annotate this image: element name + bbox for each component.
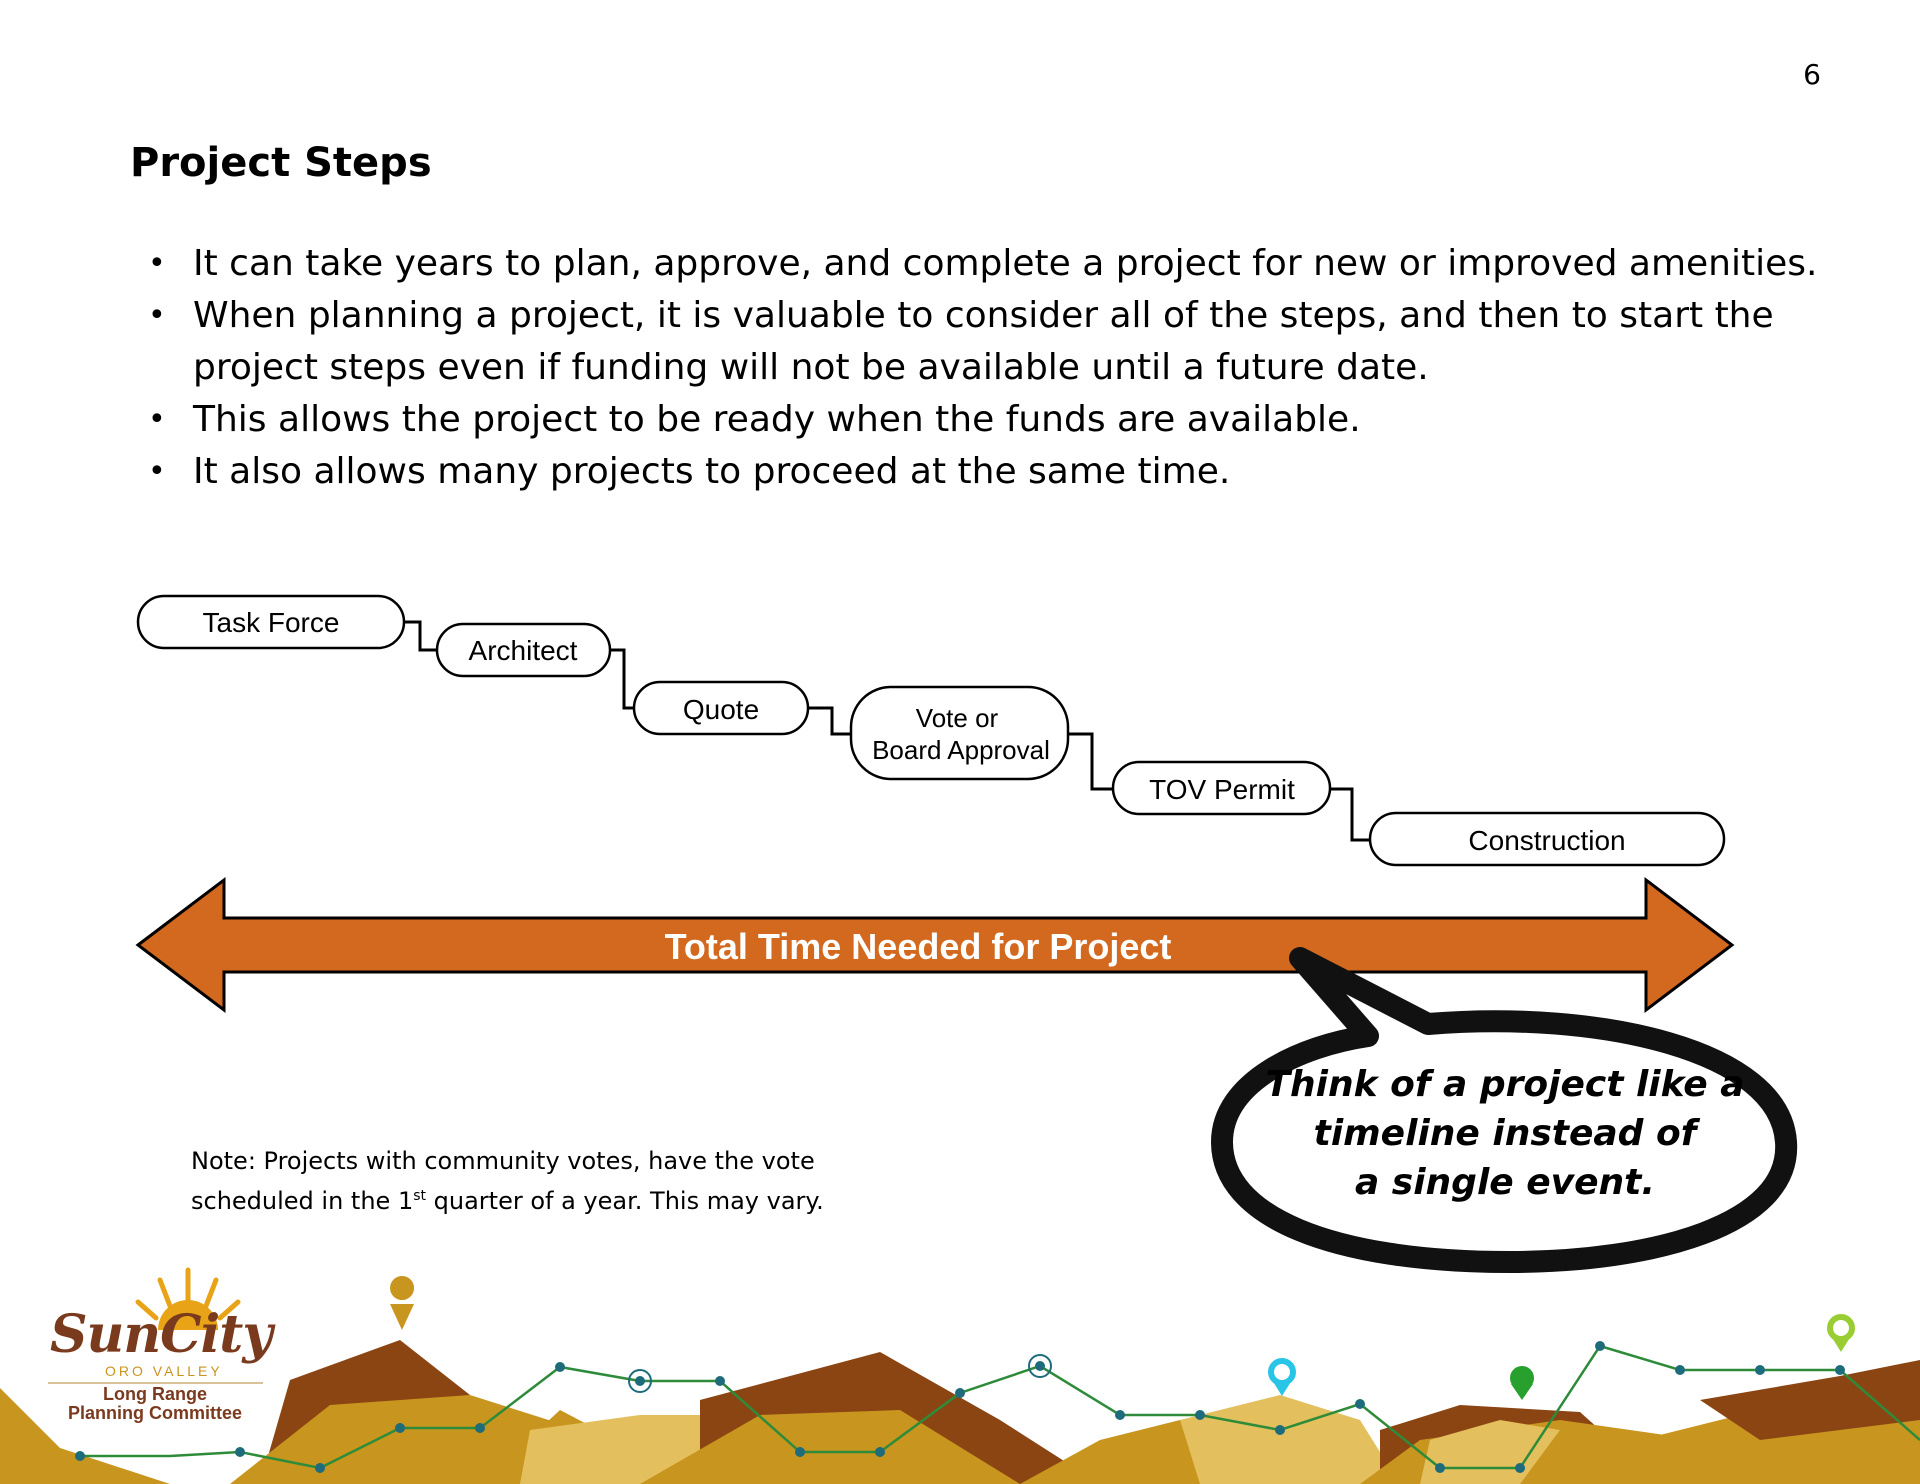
step-construction: Construction xyxy=(1368,811,1726,867)
page-number: 6 xyxy=(1803,58,1821,91)
total-time-arrow: Total Time Needed for Project xyxy=(135,876,1735,1014)
bullet-item: This allows the project to be ready when… xyxy=(140,394,1880,446)
step-connectors xyxy=(404,620,1370,842)
step-tov-permit: TOV Permit xyxy=(1111,760,1332,816)
page-title: Project Steps xyxy=(130,140,432,186)
step-architect-label: Architect xyxy=(469,635,578,666)
step-quote-label: Quote xyxy=(683,694,759,725)
step-architect: Architect xyxy=(435,622,612,678)
logo: SunCity ORO VALLEY Long Range Planning C… xyxy=(40,1262,273,1432)
step-task-force-label: Task Force xyxy=(203,607,340,638)
bullet-item: It can take years to plan, approve, and … xyxy=(140,238,1880,290)
bubble-text: Think of a project like a timeline inste… xyxy=(1250,1060,1760,1207)
step-tov-permit-label: TOV Permit xyxy=(1149,774,1295,805)
note-line2-suffix: quarter of a year. This may vary. xyxy=(426,1187,824,1215)
step-vote-approval: Vote or Board Approval xyxy=(849,685,1070,781)
logo-committee-line2: Planning Committee xyxy=(67,1403,242,1423)
logo-name: SunCity xyxy=(50,1304,273,1365)
note-line1: Note: Projects with community votes, hav… xyxy=(191,1147,815,1175)
step-task-force: Task Force xyxy=(136,594,406,650)
map-pin-icon xyxy=(1827,1314,1855,1352)
logo-sub: ORO VALLEY xyxy=(105,1363,223,1379)
bubble-line3: a single event. xyxy=(1354,1162,1656,1203)
note-line2-sup: st xyxy=(413,1188,427,1204)
logo-sun-icon xyxy=(135,1267,241,1330)
map-pin-icon xyxy=(1510,1366,1534,1400)
note-text: Note: Projects with community votes, hav… xyxy=(191,1144,824,1219)
step-quote: Quote xyxy=(632,680,810,736)
logo-divider xyxy=(48,1382,263,1384)
step-construction-label: Construction xyxy=(1468,825,1625,856)
speech-bubble xyxy=(1211,947,1798,1273)
bullet-item: When planning a project, it is valuable … xyxy=(140,290,1880,394)
step-vote-label-line1: Vote or xyxy=(916,703,999,733)
map-pin-icon xyxy=(390,1276,415,1330)
map-pin-icon xyxy=(1268,1358,1296,1396)
note-line2-prefix: scheduled in the 1 xyxy=(191,1187,414,1215)
logo-committee-line1: Long Range xyxy=(103,1384,207,1404)
bubble-line2: timeline instead of xyxy=(1313,1113,1697,1154)
bullet-item: It also allows many projects to proceed … xyxy=(140,446,1880,498)
step-vote-label-line2: Board Approval xyxy=(872,735,1050,765)
arrow-label: Total Time Needed for Project xyxy=(665,926,1172,967)
bubble-line1: Think of a project like a xyxy=(1265,1064,1745,1105)
footer-path-line xyxy=(75,1341,1920,1473)
bullet-list: It can take years to plan, approve, and … xyxy=(140,238,1880,498)
